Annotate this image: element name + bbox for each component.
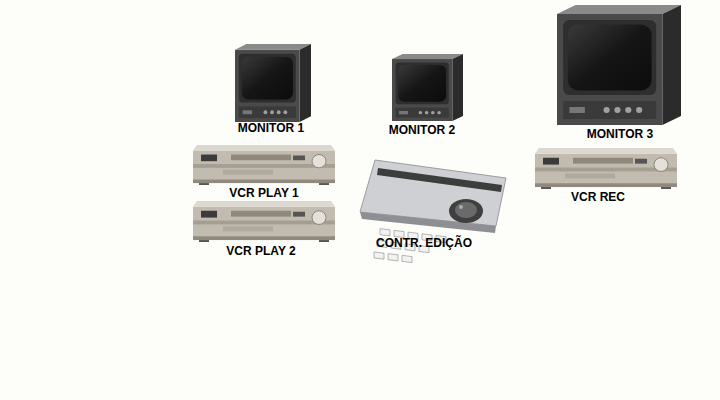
equipment-label: VCR PLAY 2	[226, 244, 295, 258]
equipment-label: MONITOR 2	[389, 123, 455, 137]
equipment-label: MONITOR 1	[238, 121, 304, 135]
equipment-label: CONTR. EDIÇÃO	[376, 236, 472, 250]
equipment-label: MONITOR 3	[587, 127, 653, 141]
equipment-label: VCR PLAY 1	[229, 186, 298, 200]
equipment-label: VCR REC	[571, 190, 625, 204]
